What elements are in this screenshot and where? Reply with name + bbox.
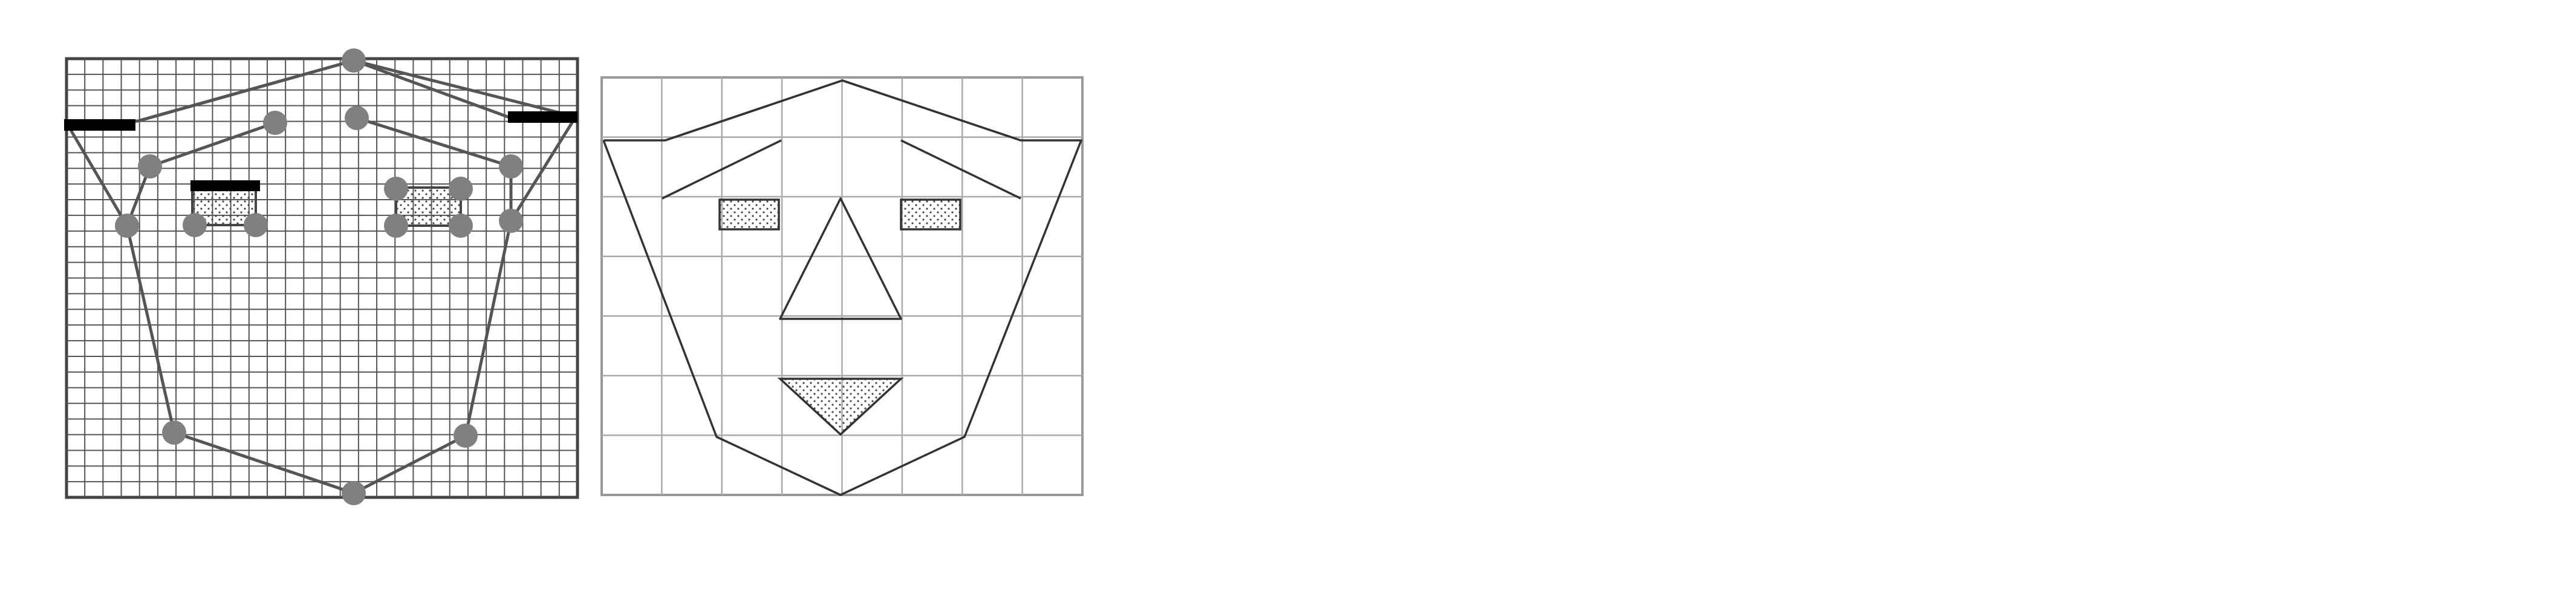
- reference-inner-head: [665, 79, 1021, 142]
- right-brow-line: [356, 116, 512, 168]
- landmark-point: [384, 177, 408, 201]
- face-outline: [65, 59, 577, 495]
- landmark-point: [499, 209, 523, 233]
- left-fine-grid: [67, 59, 577, 497]
- thick-bars: [64, 111, 577, 191]
- landmark-point: [384, 214, 408, 238]
- reference-right-brow: [900, 139, 1021, 200]
- landmark-point: [183, 213, 207, 237]
- reference-mouth: [777, 378, 904, 436]
- landmark-point: [244, 213, 268, 237]
- landmark-point: [342, 48, 366, 73]
- right-corner-bar: [508, 111, 577, 123]
- landmark-point: [115, 214, 139, 238]
- face-outline-polyline: [65, 59, 577, 495]
- reference-face: [602, 79, 1082, 496]
- landmark-point: [162, 421, 186, 445]
- left-corner-bar: [64, 119, 135, 131]
- landmark-point: [449, 177, 473, 201]
- landmark-points: [115, 48, 523, 505]
- reference-face-grid-panel: [600, 76, 1084, 496]
- landmark-point: [263, 111, 287, 135]
- annotated-face-grid-panel: [64, 48, 579, 505]
- reference-right-eye: [900, 198, 961, 231]
- landmark-point: [499, 154, 523, 178]
- reference-left-brow: [662, 139, 782, 200]
- reference-nose: [779, 197, 902, 320]
- landmark-point: [345, 106, 369, 130]
- left-brow-line: [149, 121, 276, 168]
- landmark-point: [449, 214, 473, 238]
- landmark-point: [138, 154, 162, 178]
- reference-left-eye: [718, 198, 780, 231]
- landmark-point: [454, 424, 478, 448]
- left-eyebrow-bar: [190, 180, 260, 191]
- right-coarse-grid: [602, 77, 1082, 495]
- landmark-point: [342, 481, 366, 505]
